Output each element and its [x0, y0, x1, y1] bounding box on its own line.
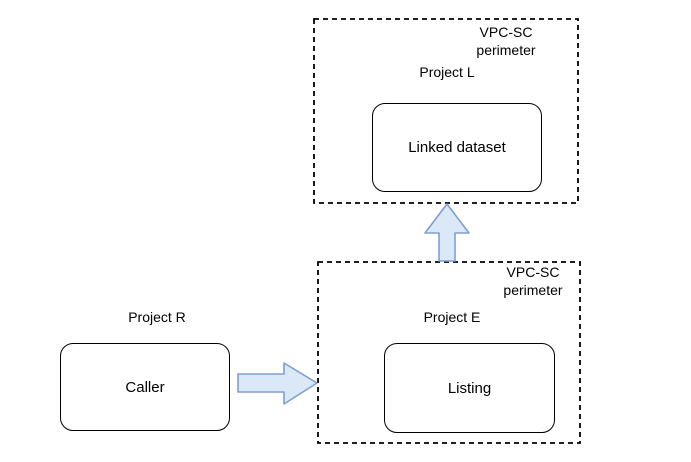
project-e-label: Project E [423, 309, 481, 325]
listing-node: Listing [384, 343, 555, 433]
arrow-right-icon [237, 362, 318, 405]
caller-node: Caller [60, 343, 230, 431]
project-r-label: Project R [128, 309, 186, 325]
linked-dataset-node: Linked dataset [372, 103, 542, 192]
project-l-label: Project L [419, 64, 475, 80]
arrow-up-icon [424, 203, 470, 262]
listing-node-label: Listing [447, 379, 492, 397]
vpc-perimeter-top-label: VPC-SC perimeter [476, 24, 536, 58]
linked-dataset-node-label: Linked dataset [408, 139, 506, 156]
vpc-perimeter-bottom-boundary [317, 261, 581, 444]
caller-node-label: Caller [125, 378, 165, 396]
vpc-perimeter-bottom-label: VPC-SC perimeter [503, 264, 563, 298]
vpc-perimeter-top-boundary [313, 18, 579, 204]
